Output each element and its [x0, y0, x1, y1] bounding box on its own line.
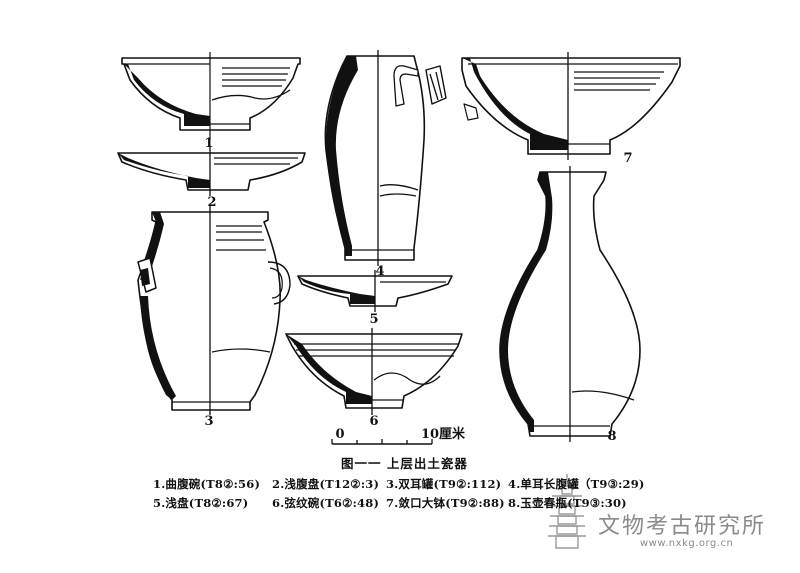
watermark-url: www.nxkg.org.cn [640, 538, 734, 549]
caption-item-6: 6.弦纹碗(T6②:48) [272, 496, 380, 510]
figure-number-4: 4 [375, 264, 384, 279]
caption-item-8: 8.玉壶春瓶(T9③:30) [508, 496, 627, 510]
caption-item-3: 3.双耳罐(T9②:112) [386, 477, 502, 491]
vessel-3-double-eared-jar: 3 [137, 206, 291, 429]
caption-item-4: 4.单耳长腹罐（T9③:29) [508, 477, 645, 491]
figure-title: 图一一 上层出土瓷器 [341, 456, 468, 471]
figure-number-3: 3 [204, 414, 213, 429]
vessel-1-bowl: 1 [121, 52, 301, 151]
figure-number-6: 6 [369, 414, 378, 429]
vessel-8-spring-vase: 8 [499, 166, 641, 444]
caption-item-5: 5.浅盘(T8②:67) [153, 496, 249, 510]
watermark-name: 文物考古研究所 [598, 514, 767, 539]
scale-end-label: 10厘米 [421, 426, 466, 442]
vessel-2-shallow-plate: 2 [117, 146, 306, 210]
figure-number-5: 5 [369, 312, 378, 327]
figure-number-1: 1 [204, 136, 213, 151]
scale-bar: 0 10厘米 [331, 426, 466, 445]
vessel-7-contracted-mouth-bowl: 7 [461, 52, 681, 166]
figure-number-7: 7 [623, 151, 632, 166]
pagoda-icon [548, 474, 586, 549]
figure-number-2: 2 [207, 195, 216, 210]
scale-start-label: 0 [335, 427, 344, 442]
figure-number-8: 8 [607, 429, 616, 444]
caption-item-2: 2.浅腹盘(T12②:3) [272, 477, 380, 491]
vessel-5-shallow-dish: 5 [297, 270, 453, 327]
caption-item-1: 1.曲腹碗(T8②:56) [153, 477, 261, 491]
vessel-6-string-pattern-bowl: 6 [285, 328, 463, 429]
vessel-4-single-eared-jar: 4 [324, 50, 447, 279]
caption-item-7: 7.敛口大钵(T9②:88) [386, 496, 505, 510]
